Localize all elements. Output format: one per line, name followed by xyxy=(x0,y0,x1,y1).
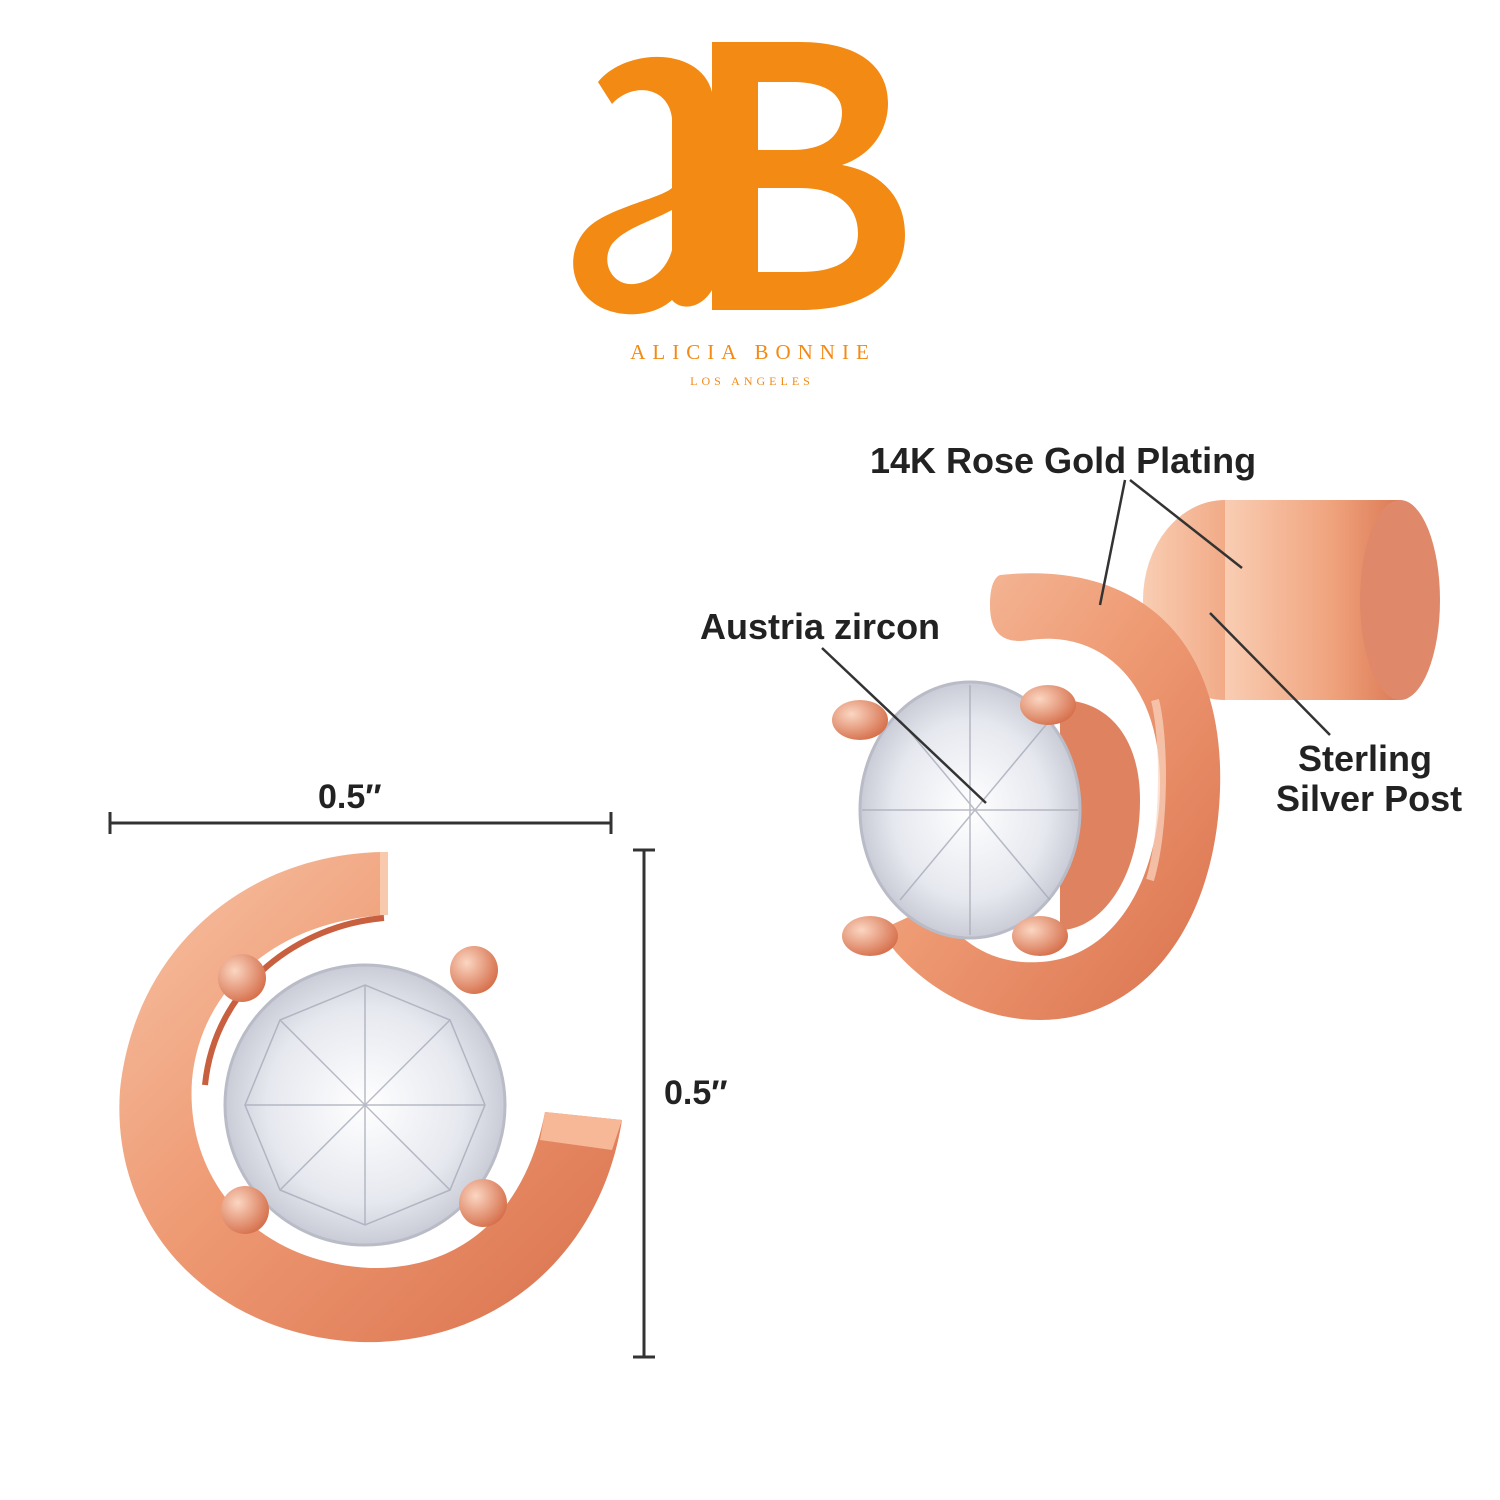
width-dimension-label: 0.5″ xyxy=(318,778,382,816)
callout-leader-lines xyxy=(821,479,1331,804)
height-dimension-line xyxy=(633,848,655,1359)
brand-name: ALICIA BONNIE xyxy=(630,340,876,364)
brand-logo-mark xyxy=(573,42,905,315)
callout-post-line2: Silver Post xyxy=(1276,778,1463,819)
callout-plating: 14K Rose Gold Plating xyxy=(870,440,1257,481)
earring-front-view xyxy=(119,852,623,1343)
height-dimension-label: 0.5″ xyxy=(664,1074,728,1112)
brand-city: LOS ANGELES xyxy=(690,374,814,388)
earring-side-view xyxy=(832,500,1440,1020)
callout-post-line1: Sterling xyxy=(1298,738,1433,779)
callout-zircon: Austria zircon xyxy=(700,606,941,647)
width-dimension-line xyxy=(108,812,613,834)
